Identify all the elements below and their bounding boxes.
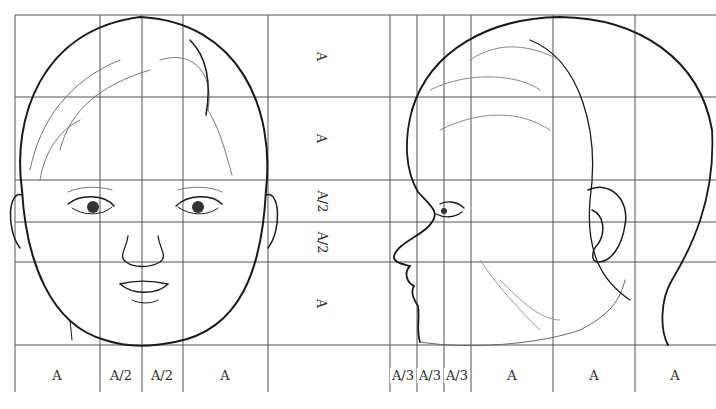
proportion-label: A <box>314 49 329 62</box>
proportion-label: A <box>668 368 681 383</box>
proportion-label: A <box>50 368 63 383</box>
proportion-label: A/2 <box>108 368 134 383</box>
proportion-label: A <box>505 368 518 383</box>
proportion-label: A/3 <box>417 368 443 383</box>
proportion-label: A <box>314 296 329 309</box>
proportion-label: A/2 <box>314 188 329 214</box>
proportion-label: A/2 <box>149 368 175 383</box>
proportion-label: A/2 <box>314 229 329 255</box>
proportion-label: A <box>218 368 231 383</box>
proportion-label: A <box>587 368 600 383</box>
proportion-label: A <box>314 131 329 144</box>
proportion-label: A/3 <box>444 368 470 383</box>
profile-head-sketch <box>394 17 712 346</box>
front-head-sketch <box>10 17 277 346</box>
proportion-label: A/3 <box>390 368 416 383</box>
grid <box>15 15 716 392</box>
